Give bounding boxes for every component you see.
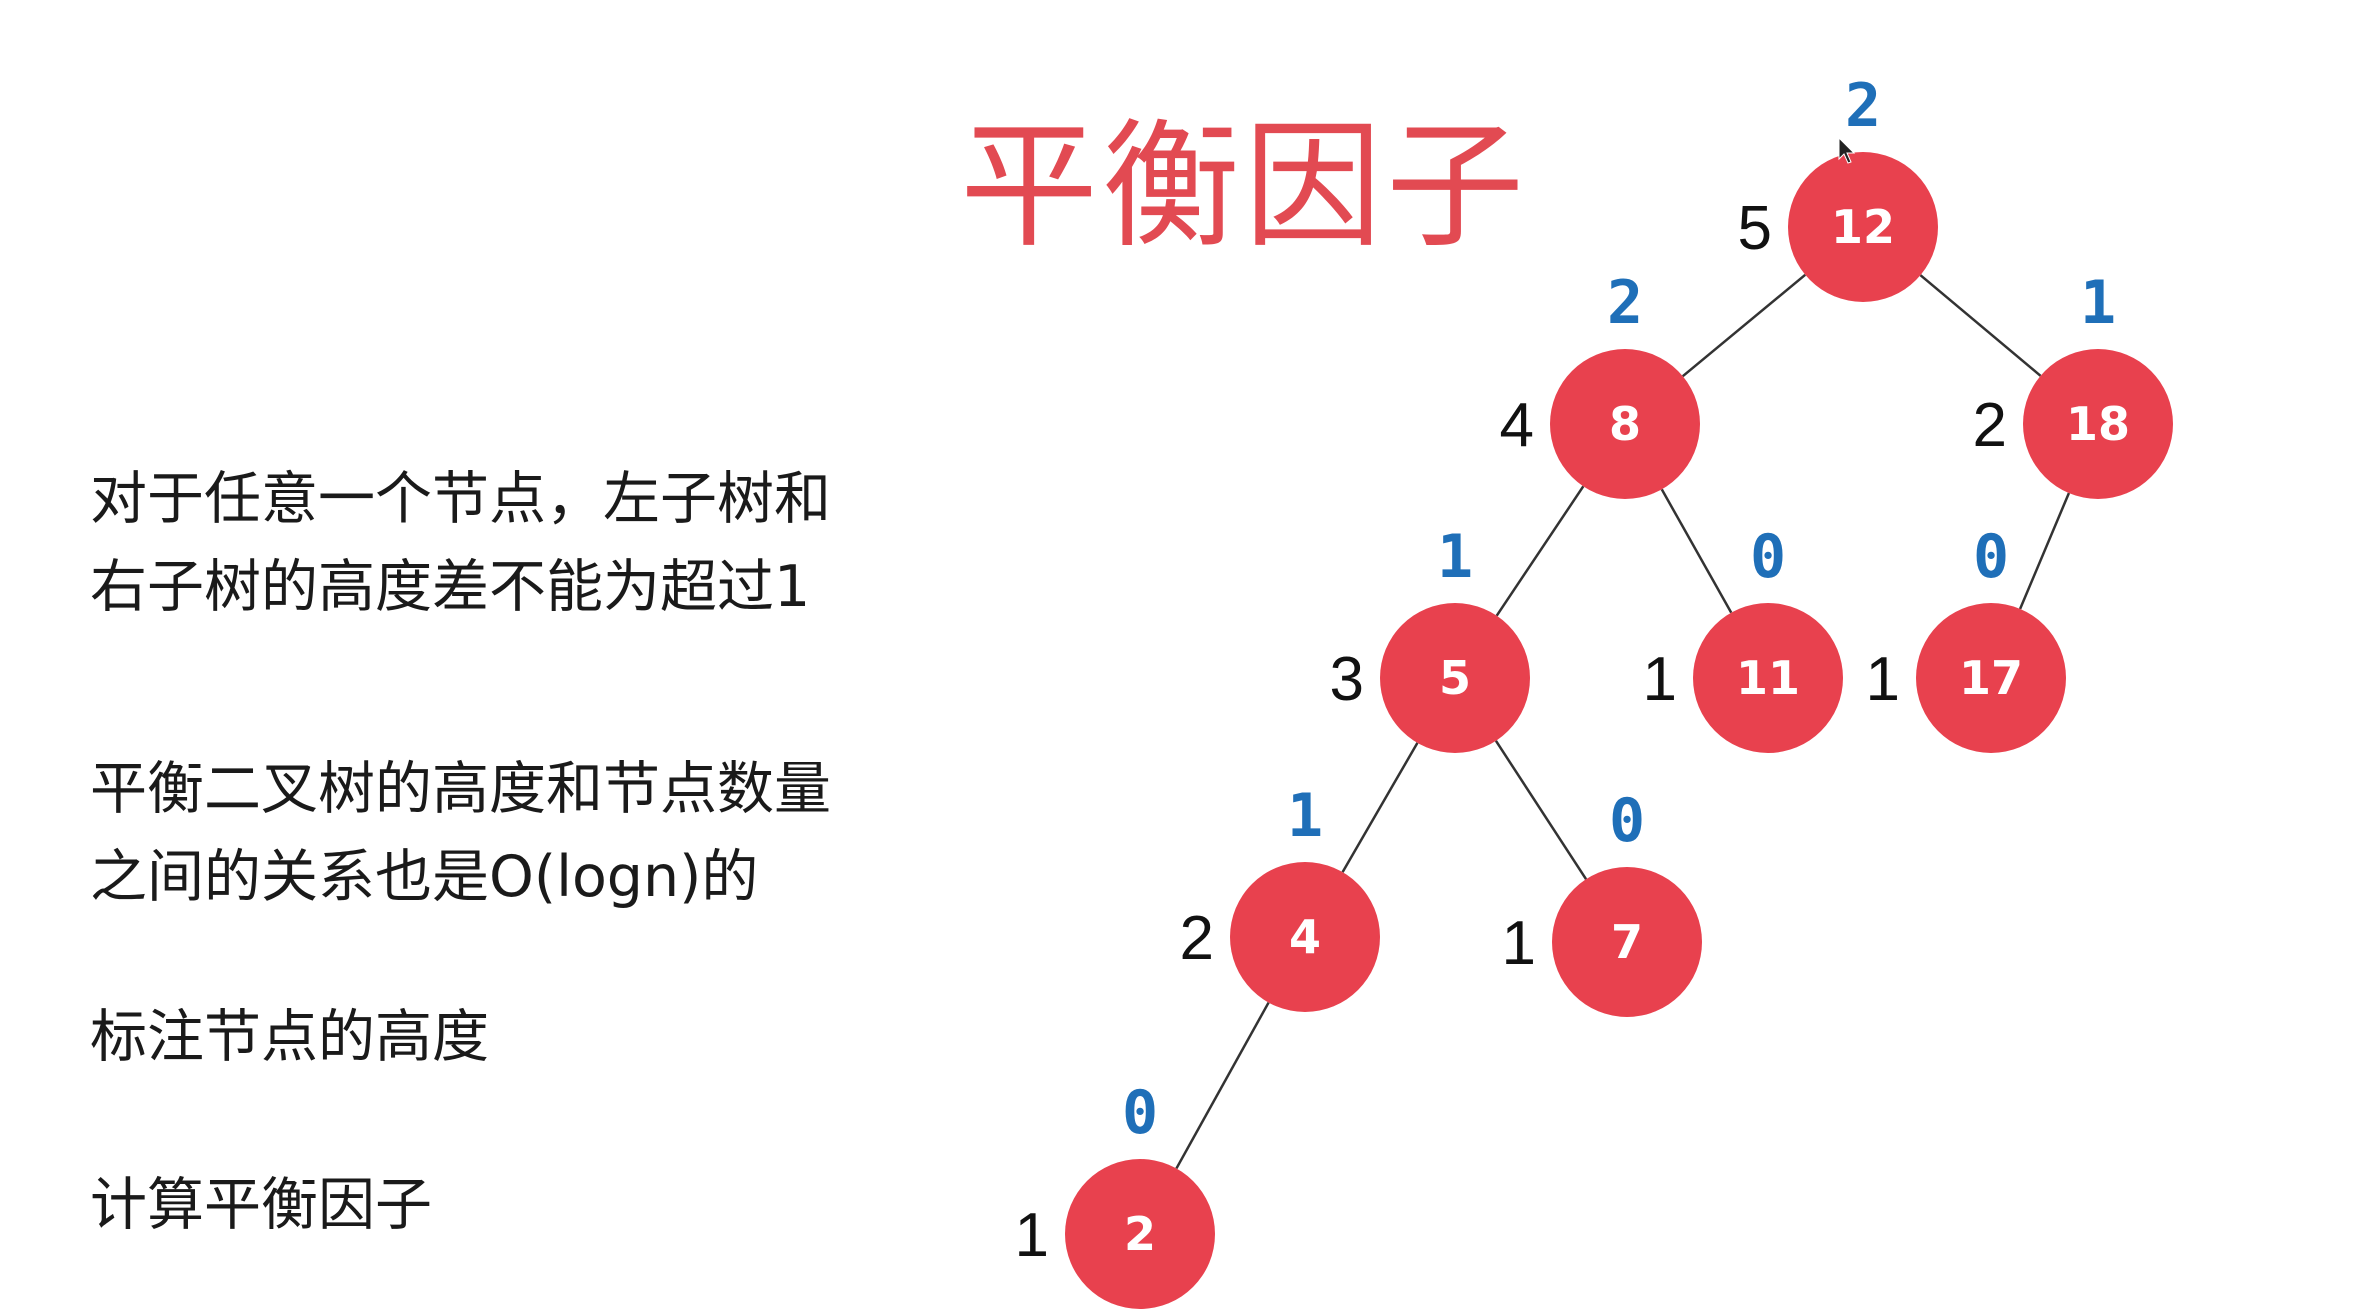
node-height: 1 — [1866, 645, 1900, 714]
node-circle — [1693, 603, 1843, 753]
node-height: 2 — [1180, 904, 1214, 973]
node-value: 17 — [1959, 651, 2023, 705]
node-height: 1 — [1643, 645, 1677, 714]
node-balance-factor: 2 — [1845, 71, 1881, 141]
tree-edge-n5-n7 — [1494, 740, 1588, 880]
node-height: 1 — [1502, 909, 1536, 978]
node-value: 11 — [1736, 651, 1800, 705]
note-line-5: 标注节点的高度 — [90, 1004, 489, 1070]
tree-node-2: 2 1 0 — [1015, 1078, 1215, 1309]
node-circle — [1916, 603, 2066, 753]
tree-edge-n8-n11 — [1660, 488, 1733, 614]
tree-edge-n8-n5 — [1495, 485, 1585, 617]
node-circle — [1380, 603, 1530, 753]
note-line-2: 右子树的高度差不能为超过1 — [90, 554, 811, 620]
node-height: 5 — [1738, 194, 1772, 263]
node-circle — [1788, 152, 1938, 302]
note-line-1: 对于任意一个节点，左子树和 — [90, 466, 831, 532]
node-balance-factor: 0 — [1122, 1078, 1158, 1148]
note-line-4: 之间的关系也是O(logn)的 — [90, 844, 759, 910]
tree-edge-n4-n2 — [1175, 1001, 1270, 1170]
node-balance-factor: 1 — [1287, 781, 1323, 851]
node-balance-factor: 2 — [1607, 268, 1643, 338]
node-value: 12 — [1831, 200, 1895, 254]
node-value: 2 — [1124, 1207, 1156, 1261]
node-balance-factor: 1 — [2080, 268, 2116, 338]
node-height: 4 — [1500, 391, 1534, 460]
node-value: 4 — [1289, 910, 1321, 964]
tree-node-12: 12 5 2 — [1738, 71, 1938, 302]
node-height: 3 — [1330, 645, 1364, 714]
tree-edge-n12-n18 — [1919, 274, 2042, 377]
tree-edge-n18-n17 — [2018, 492, 2071, 610]
node-value: 18 — [2066, 397, 2130, 451]
node-balance-factor: 0 — [1609, 786, 1645, 856]
node-balance-factor: 0 — [1750, 522, 1786, 592]
tree-edge-n5-n4 — [1341, 742, 1419, 873]
mouse-cursor-icon — [1838, 137, 1856, 164]
node-height: 2 — [1973, 391, 2007, 460]
node-height: 1 — [1015, 1201, 1049, 1270]
node-circle — [1550, 349, 1700, 499]
node-circle — [1230, 862, 1380, 1012]
node-value: 5 — [1439, 651, 1471, 705]
node-balance-factor: 1 — [1437, 522, 1473, 592]
note-line-6: 计算平衡因子 — [90, 1172, 432, 1238]
node-circle — [1065, 1159, 1215, 1309]
note-line-3: 平衡二叉树的高度和节点数量 — [90, 756, 831, 822]
node-circle — [1552, 867, 1702, 1017]
tree-node-8: 8 4 2 — [1500, 268, 1700, 499]
node-balance-factor: 0 — [1973, 522, 2009, 592]
node-circle — [2023, 349, 2173, 499]
tree-edge-n12-n8 — [1681, 273, 1807, 378]
tree-node-4: 4 2 1 — [1180, 781, 1380, 1012]
tree-node-5: 5 3 1 — [1330, 522, 1530, 753]
slide-title: 平衡因子 — [960, 106, 1529, 267]
node-value: 8 — [1609, 397, 1641, 451]
tree-node-7: 7 1 0 — [1502, 786, 1702, 1017]
node-value: 7 — [1611, 915, 1643, 969]
